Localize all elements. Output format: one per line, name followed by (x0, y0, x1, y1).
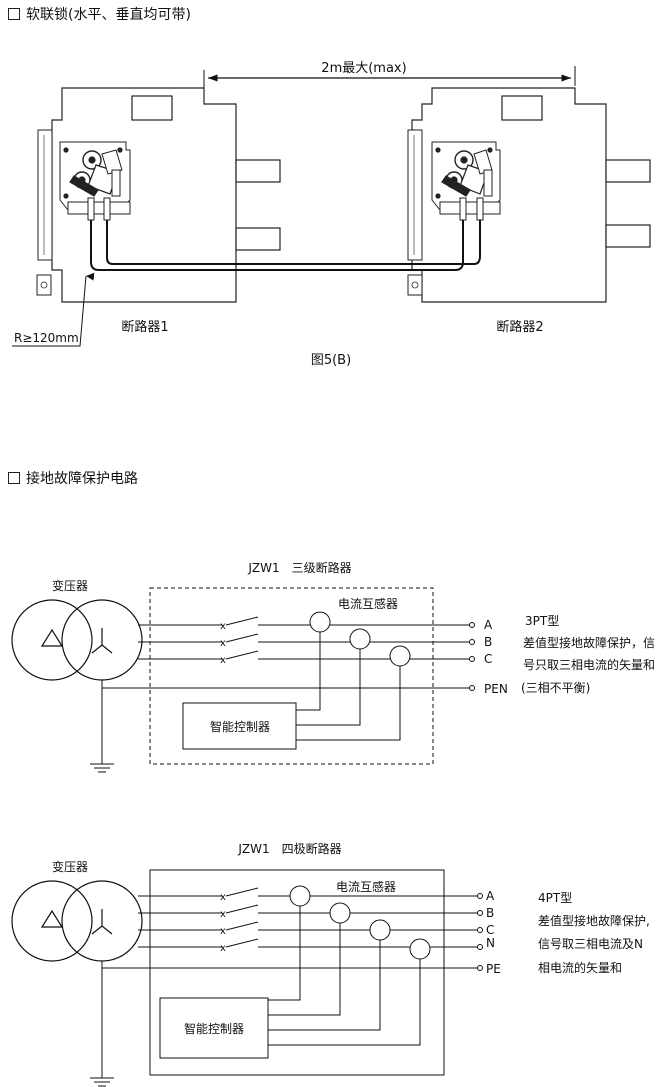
phase-lines-3 (90, 616, 470, 773)
transformer3-label: 变压器 (52, 578, 88, 593)
breaker4-box (149, 869, 445, 1076)
terminal-b-4: B (486, 906, 494, 920)
transformer4-symbol (11, 880, 143, 962)
section2-title: 接地故障保护电路 (26, 471, 138, 487)
distance-dimension (203, 66, 576, 90)
controller3-label: 智能控制器 (210, 719, 270, 734)
desc3-line1: 3PT型 (525, 614, 559, 628)
desc4-line2: 差值型接地故障保护, (538, 913, 650, 928)
controller3-box (182, 702, 297, 750)
section1-heading: 软联锁(水平、垂直均可带) (8, 6, 191, 24)
checkbox-icon (8, 472, 20, 484)
svg-text:x: x (220, 638, 226, 649)
ct4-label: 电流互感器 (336, 879, 396, 894)
switch-marks-3: x x x (220, 621, 226, 666)
desc3-line3: 号只取三相电流的矢量和 (523, 657, 655, 672)
ct3-label: 电流互感器 (338, 596, 398, 611)
radius-label: R≥120mm (14, 331, 79, 345)
terminal-pen-3: PEN (484, 682, 508, 696)
figure-caption: 图5(B) (311, 353, 351, 368)
current-transformers-3 (309, 611, 411, 667)
ct-wiring-3 (296, 632, 401, 741)
section1-title: 软联锁(水平、垂直均可带) (26, 7, 191, 23)
terminal-a-3: A (484, 618, 493, 632)
diagram-3pole: JZW1 三级断路器 变压器 电流互感器 (11, 560, 655, 773)
svg-text:x: x (220, 655, 226, 666)
desc3-line2: 差值型接地故障保护，信 (523, 635, 655, 650)
svg-text:x: x (220, 926, 226, 937)
breaker2-body (407, 87, 651, 303)
terminal-c-4: C (486, 923, 494, 937)
svg-text:x: x (220, 943, 226, 954)
breaker1-label: 断路器1 (121, 319, 168, 335)
transformer4-label: 变压器 (52, 859, 88, 874)
terminals-4 (477, 893, 483, 971)
desc4-line1: 4PT型 (538, 891, 572, 905)
checkbox-icon (8, 8, 20, 20)
diagram3-title: JZW1 三级断路器 (247, 560, 351, 575)
breaker1-body (36, 87, 281, 303)
terminal-c-3: C (484, 652, 492, 666)
terminal-pe-4: PE (486, 962, 501, 976)
switch-marks-4: x x x x (220, 892, 226, 954)
ct-wiring-4 (268, 906, 421, 1046)
breaker2-label: 断路器2 (496, 319, 543, 335)
controller4-label: 智能控制器 (184, 1021, 244, 1036)
terminal-n-4: N (486, 936, 495, 950)
breaker3-box (149, 587, 434, 765)
diagram-4pole: JZW1 四极断路器 变压器 电流互感器 (11, 841, 650, 1087)
distance-label: 2m最大(max) (321, 61, 406, 76)
radius-leader (12, 272, 95, 347)
transformer3-symbol (11, 599, 143, 681)
terminals-3 (469, 622, 475, 691)
terminal-a-4: A (486, 889, 495, 903)
controller4-box (159, 997, 269, 1059)
diagram4-title: JZW1 四极断路器 (237, 841, 341, 856)
terminal-b-3: B (484, 635, 492, 649)
desc4-line3: 信号取三相电流及N (538, 937, 643, 951)
desc4-line4: 相电流的矢量和 (538, 960, 622, 975)
current-transformers-4 (289, 885, 431, 960)
svg-text:x: x (220, 909, 226, 920)
interlock-figure: 2m最大(max) (12, 61, 651, 368)
desc3-line4: (三相不平衡) (521, 681, 590, 695)
svg-text:x: x (220, 621, 226, 632)
svg-text:x: x (220, 892, 226, 903)
interlock-cables (90, 220, 481, 271)
section2-heading: 接地故障保护电路 (8, 470, 138, 488)
